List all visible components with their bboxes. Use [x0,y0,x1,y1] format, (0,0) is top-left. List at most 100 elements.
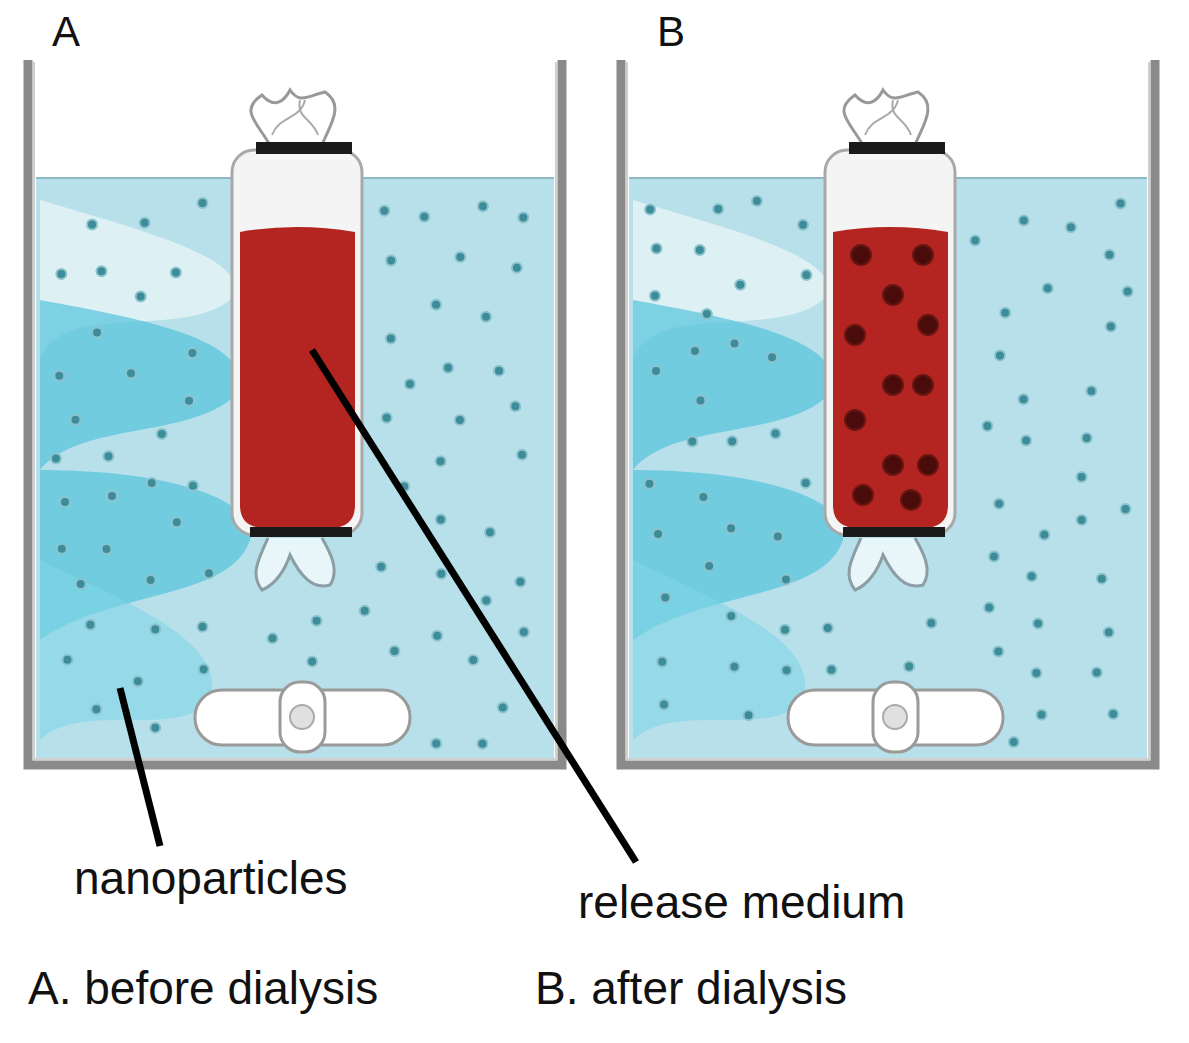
particle-dot [307,656,317,666]
particle-dot [644,479,654,489]
particle-dot [498,702,508,712]
particle-dot [268,633,278,643]
particle-dot [199,664,209,674]
particle-dot [494,366,504,376]
particle-dot [982,421,992,431]
particle-dot [698,492,708,502]
particle-dot [650,291,660,301]
particle-dot [726,611,736,621]
particle-dot [735,280,745,290]
particle-dot [517,450,527,460]
particle-dot [853,485,873,505]
particle-dot [1121,504,1131,514]
particle-dot [56,269,66,279]
particle-dot [51,453,61,463]
particle-dot [901,490,921,510]
particle-dot [382,413,392,423]
particle-dot [713,204,723,214]
particle-dot [107,491,117,501]
nanoparticle-dots [51,196,1133,749]
particle-dot [140,218,150,228]
particle-dot [995,350,1005,360]
particle-dot [87,219,97,229]
particle-dot [468,655,478,665]
particle-dot [172,517,182,527]
particle-dot [801,478,811,488]
particle-dot [781,574,791,584]
particle-dot [96,266,106,276]
particle-dot [845,325,865,345]
particle-dot [1000,308,1010,318]
particle-dot [823,623,833,633]
particle-dot [1092,667,1102,677]
particle-dot [478,201,488,211]
particle-dot [150,723,160,733]
particle-dot [918,455,938,475]
particle-dot [918,315,938,335]
particle-dot [989,552,999,562]
particle-dot [726,523,736,533]
particle-dot [651,366,661,376]
particle-dot [926,618,936,628]
particle-dot [1027,571,1037,581]
particle-dot [198,198,208,208]
particle-dot [419,212,429,222]
particle-dot [1106,321,1116,331]
particle-dot [1037,710,1047,720]
particle-dot [436,456,446,466]
particle-dot [1116,198,1126,208]
particle-dot [913,245,933,265]
particle-dot [103,451,113,461]
particle-dot [970,236,980,246]
particle-dot [312,616,322,626]
particle-dot [782,665,792,675]
particle-dot [91,704,101,714]
particle-dot [1077,472,1087,482]
particle-dot [770,428,780,438]
particle-dot [204,568,214,578]
particle-dot [431,739,441,749]
particle-dot [510,401,520,411]
particle-dot [188,481,198,491]
particle-dot [455,415,465,425]
particle-dot [883,285,903,305]
particle-dot [653,529,663,539]
particle-dot [477,739,487,749]
particle-dot [695,395,705,405]
particle-dot [518,213,528,223]
particle-dot [101,544,111,554]
particle-dot [184,396,194,406]
particle-dot [62,655,72,665]
particle-dot [133,676,143,686]
particle-dot [485,527,495,537]
particle-dot [1019,216,1029,226]
particle-dot [436,515,446,525]
particle-dot [1043,283,1053,293]
particle-dot [1086,386,1096,396]
particle-dot [780,625,790,635]
particle-dot [1033,619,1043,629]
particle-dot [984,603,994,613]
particle-dot [704,561,714,571]
particle-dot [743,710,753,720]
particle-dot [389,646,399,656]
particle-dot [1104,250,1114,260]
particle-dot [1104,627,1114,637]
particle-dot [146,575,156,585]
particle-dot [136,292,146,302]
panel-letter: B [657,8,685,56]
particle-dot [1019,394,1029,404]
particle-dot [702,309,712,319]
particle-dot [376,562,386,572]
particle-dot [481,595,491,605]
particle-dot [845,410,865,430]
part-label: nanoparticles [74,852,348,905]
panel-caption: B. after dialysis [535,962,847,1015]
particle-dot [512,263,522,273]
beaker-after [621,60,1155,765]
particle-dot [443,363,453,373]
particle-dot [767,352,777,362]
particle-dot [197,622,207,632]
particle-dot [994,499,1004,509]
particle-dot [904,661,914,671]
